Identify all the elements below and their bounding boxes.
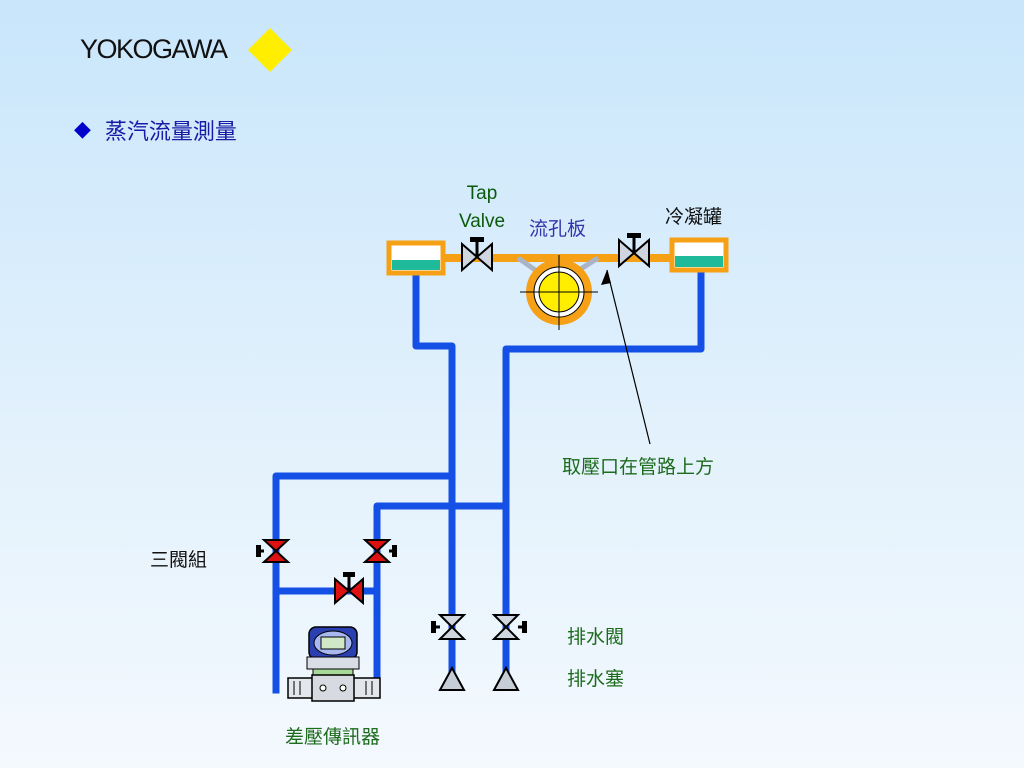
manifold-valve-low <box>362 539 397 563</box>
pressure-tap-note: 取壓口在管路上方 <box>562 456 715 478</box>
dp-transmitter-label: 差壓傳訊器 <box>285 726 381 748</box>
condensate-pot-left <box>386 240 446 276</box>
condensate-pot-label: 冷凝罐 <box>665 206 723 228</box>
diamond-bullet-icon: ◆ <box>74 117 91 142</box>
logo-text: YOKOGAWA <box>80 34 228 64</box>
orifice-pipe-section <box>520 255 598 330</box>
tap-valve-label-line1: Tap <box>466 183 498 204</box>
drain-valve-label: 排水閥 <box>567 626 625 648</box>
logo-diamond-icon <box>248 28 292 72</box>
tap-valve-label: Tap Valve <box>452 180 512 236</box>
impulse-line-left <box>412 268 456 634</box>
pressure-tap-arrow <box>601 269 651 445</box>
orifice-plate-label: 流孔板 <box>529 218 587 240</box>
tap-valve-left <box>460 235 494 272</box>
slide-title: 蒸汽流量測量 <box>104 120 237 145</box>
transmitter-icon <box>287 626 381 702</box>
impulse-lines <box>272 264 705 694</box>
drain-plug-label: 排水塞 <box>567 668 625 690</box>
tap-valve-label-line2: Valve <box>458 211 506 232</box>
impulse-line-hp <box>272 472 456 694</box>
impulse-line-right <box>502 264 705 634</box>
drain-valve-right <box>491 614 527 640</box>
drain-plug-icon <box>492 665 520 691</box>
impulse-line-lp <box>373 502 510 694</box>
manifold-valve-equalizer <box>334 572 364 606</box>
drain-valve-left <box>431 614 467 640</box>
manifold-valve-high <box>256 539 291 563</box>
condensate-pot-right <box>669 237 729 273</box>
slide-title-row: ◆ 蒸汽流量測量 <box>74 114 237 146</box>
drain-plug-icon <box>438 665 466 691</box>
three-valve-manifold-label: 三閥組 <box>150 549 208 571</box>
